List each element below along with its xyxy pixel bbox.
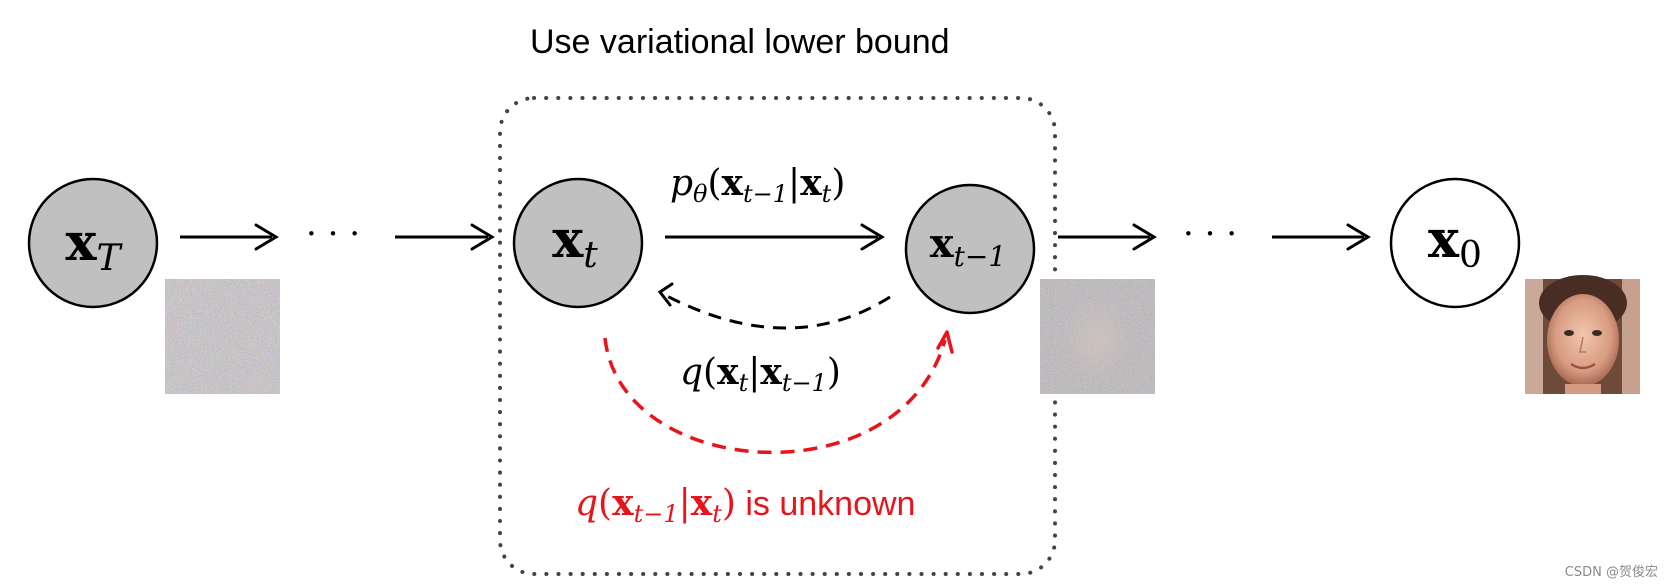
title: Use variational lower bound xyxy=(530,23,950,61)
node-xT: xT xyxy=(29,179,157,307)
arrow-p-theta xyxy=(665,225,882,249)
label-q-forward: q(xt|xt−1) xyxy=(680,351,841,397)
node-x0: x0 xyxy=(1391,179,1519,307)
noisy-face-image xyxy=(1040,279,1155,394)
arrow-ellipsis-to-x0 xyxy=(1272,225,1368,249)
face-photo xyxy=(1525,275,1640,394)
node-xt-minus-1: xt−1 xyxy=(906,185,1034,313)
label-q-unknown: q(xt−1|xt) is unknown xyxy=(575,482,915,528)
node-xt: xt xyxy=(514,179,642,307)
arrow-xt1-to-ellipsis xyxy=(1058,225,1154,249)
ellipsis-left: · · · xyxy=(306,214,360,254)
arrow-ellipsis-to-xt xyxy=(395,225,492,249)
arrow-q-dashed xyxy=(660,284,890,328)
watermark: CSDN @贺俊宏 xyxy=(1565,561,1658,580)
arrow-xT-to-ellipsis xyxy=(180,225,276,249)
label-p-theta: pθ(xt−1|xt) xyxy=(670,162,845,208)
ellipsis-right: · · · xyxy=(1183,214,1237,254)
pure-noise-image xyxy=(165,279,280,394)
